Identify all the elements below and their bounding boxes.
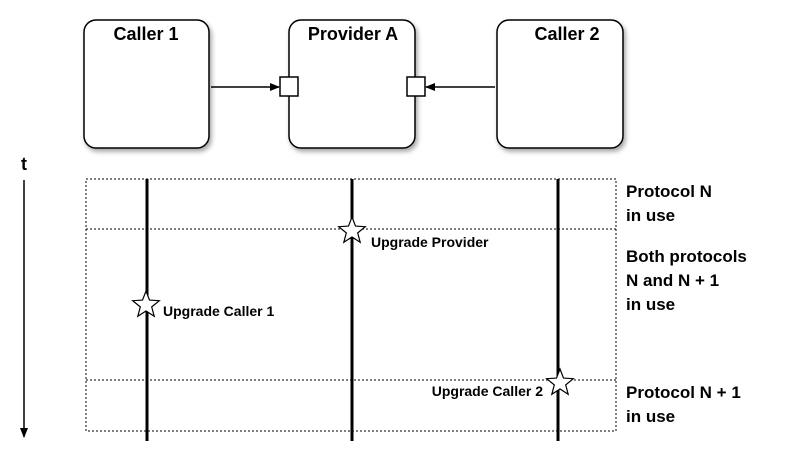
upgrade-caller1-star-icon <box>131 289 161 318</box>
provider-title: Provider A <box>308 24 398 44</box>
phase1-label: Protocol N in use <box>626 182 712 225</box>
svg-text:Both protocols: Both protocols <box>626 247 747 266</box>
upgrade-provider-label: Upgrade Provider <box>371 234 489 250</box>
provider-left-port <box>279 76 299 97</box>
caller1-title: Caller 1 <box>113 24 178 44</box>
provider-right-port <box>406 76 426 97</box>
phase2-label: Both protocols N and N + 1 in use <box>626 247 747 314</box>
upgrade-provider-star-icon <box>337 215 367 244</box>
upgrade-caller2-star-icon <box>545 367 575 396</box>
svg-text:in use: in use <box>626 407 675 426</box>
time-axis-label: t <box>21 154 27 174</box>
svg-text:in use: in use <box>626 295 675 314</box>
upgrade-caller1-label: Upgrade Caller 1 <box>163 303 274 319</box>
svg-text:Protocol N: Protocol N <box>626 182 712 201</box>
provider-box: Provider A <box>288 19 416 149</box>
caller2-box: Caller 2 <box>496 19 624 149</box>
caller2-title: Caller 2 <box>534 24 599 44</box>
upgrade-caller2-label: Upgrade Caller 2 <box>432 383 543 399</box>
caller1-box: Caller 1 <box>83 19 210 149</box>
svg-text:N and N + 1: N and N + 1 <box>626 271 719 290</box>
phase3-label: Protocol N + 1 in use <box>626 383 741 426</box>
svg-text:in use: in use <box>626 206 675 225</box>
svg-text:Protocol N + 1: Protocol N + 1 <box>626 383 741 402</box>
